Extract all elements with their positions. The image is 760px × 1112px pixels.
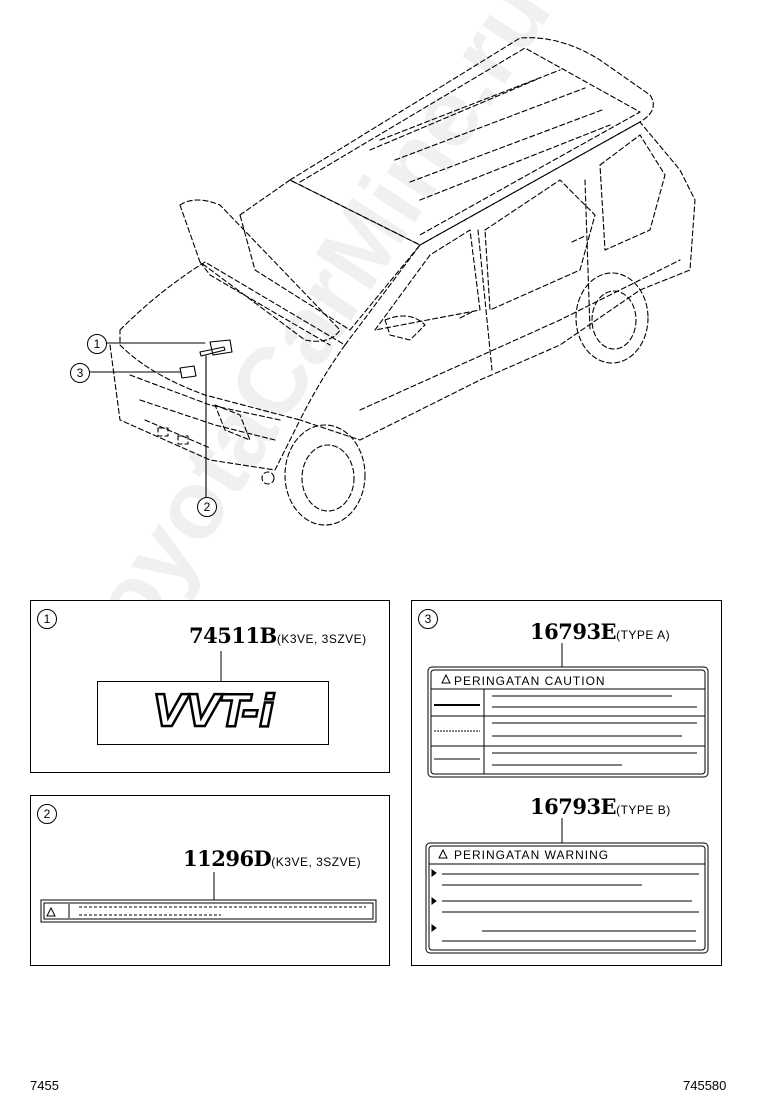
part-number-11296D: 11296D(K3VE, 3SZVE) <box>183 846 362 871</box>
callout-1: 1 <box>87 334 107 354</box>
panel-3-art <box>425 643 709 954</box>
label-marker-1 <box>209 339 233 356</box>
front-wheel <box>284 424 366 526</box>
roof-rails <box>379 69 603 183</box>
front-door-window <box>374 229 481 331</box>
footer-right-code: 745580 <box>683 1078 727 1093</box>
part-number-16793E-type-a: 16793E(TYPE A) <box>530 619 671 644</box>
windshield <box>239 179 421 331</box>
emblem-box: VVT-i <box>97 681 329 745</box>
side-mirror <box>384 315 426 341</box>
emblem-vvti: VVT-i <box>152 685 276 739</box>
panel-2-number: 2 <box>37 804 57 824</box>
panel-2-art <box>40 872 377 923</box>
panel-1-number: 1 <box>37 609 57 629</box>
callout-2: 2 <box>197 497 217 517</box>
panel-fuel-label: 2 11296D(K3VE, 3SZVE) <box>30 795 390 966</box>
front-fascia <box>109 344 301 471</box>
grille-bottom <box>144 419 211 449</box>
part-number-74511B: 74511B(K3VE, 3SZVE) <box>189 623 367 648</box>
callout-3: 3 <box>70 363 90 383</box>
part-number-16793E-type-b: 16793E(TYPE B) <box>530 794 671 819</box>
door-seam <box>477 229 493 371</box>
roof-inner-outline <box>299 47 641 237</box>
footer-left-code: 7455 <box>30 1078 59 1093</box>
label-marker-2 <box>199 346 226 357</box>
panel-emblem: 1 74511B(K3VE, 3SZVE) VVT-i <box>30 600 390 773</box>
panel-caution-labels: 3 16793E(TYPE A) PERINGATAN CAUTION 1679… <box>411 600 722 966</box>
grille-top <box>129 374 281 421</box>
open-hood <box>179 199 341 342</box>
warning-header: PERINGATAN WARNING <box>454 848 610 862</box>
emblem-leader <box>220 651 222 681</box>
roof-rail-lines <box>369 77 611 201</box>
quarter-window <box>599 134 666 251</box>
fog-lamp <box>261 471 275 485</box>
front-wheel-hub <box>301 444 355 512</box>
panel-3-number: 3 <box>418 609 438 629</box>
door-handles <box>459 235 586 319</box>
headlamp <box>214 404 251 441</box>
side-character-line <box>359 259 681 411</box>
caution-header: PERINGATAN CAUTION <box>454 674 606 688</box>
fog-slot-left <box>157 427 169 437</box>
rear-wheel-hub <box>591 290 637 350</box>
hood-body <box>119 261 346 421</box>
roof-outline <box>289 37 654 246</box>
label-marker-3 <box>179 365 197 379</box>
hood-edge <box>199 261 331 346</box>
side-body <box>299 121 696 441</box>
rear-wheel <box>575 272 649 364</box>
rear-door-window <box>484 179 596 311</box>
fog-slot-right <box>177 435 189 445</box>
vehicle-illustration <box>87 37 696 526</box>
grille-mid <box>139 399 276 441</box>
